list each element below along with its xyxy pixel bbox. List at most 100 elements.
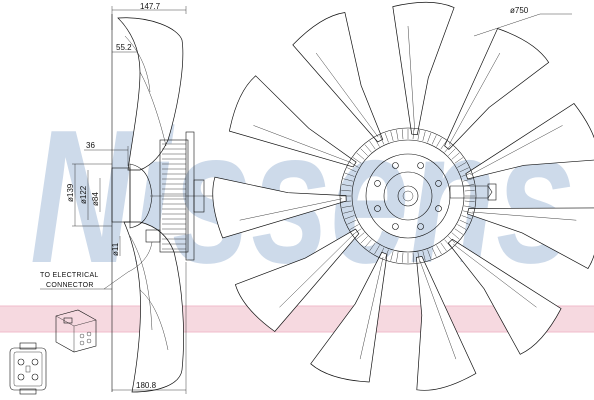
connector-detail-iso	[55, 309, 97, 353]
fan-blade-edge	[279, 233, 355, 308]
side-front-cap	[129, 163, 153, 229]
hub-fin	[461, 172, 472, 177]
front-view: ø750	[212, 1, 594, 391]
hub-fin	[344, 172, 355, 177]
fan-blade	[234, 228, 360, 332]
connector-iso-pin	[86, 338, 92, 344]
hub-fin	[360, 148, 368, 156]
hub-fin	[440, 140, 447, 150]
hub-sensor-arm	[449, 185, 493, 199]
hub-fin	[364, 239, 372, 248]
hub-bolt	[417, 223, 424, 230]
side-hub-fins	[162, 143, 186, 250]
connector-label-line2: CONNECTOR	[46, 282, 94, 289]
side-blade-lower-edge	[139, 289, 169, 351]
connector-iso-latch	[63, 317, 73, 324]
hub-fin	[390, 251, 394, 261]
hub-fin	[341, 184, 352, 187]
hub-fin	[417, 129, 420, 140]
hub-fin	[431, 135, 437, 145]
hub-bolt	[392, 223, 399, 230]
fan-blade	[416, 256, 477, 391]
fan-blade-edge	[449, 52, 501, 145]
hub-fin	[436, 245, 442, 255]
hub-outer-ring	[339, 127, 477, 265]
hub-fin	[422, 251, 426, 261]
hub-fin	[463, 210, 473, 214]
hub-fin	[369, 140, 376, 150]
hub-fin	[444, 144, 452, 153]
connector-front-body	[9, 347, 47, 391]
hub-bolt	[374, 180, 381, 187]
hub-fin	[463, 178, 473, 182]
hub-fin	[341, 190, 352, 192]
fan-blade-edge	[419, 260, 457, 360]
fan-blades	[212, 1, 594, 391]
connector-front-inner	[13, 351, 43, 387]
hub-fin	[448, 236, 456, 244]
hub-fin	[448, 148, 456, 156]
hub-fin	[412, 129, 414, 140]
hub-fin	[427, 132, 432, 143]
hub-fin	[343, 178, 353, 182]
fan-blade	[212, 176, 347, 239]
connector-front-key	[25, 365, 31, 373]
connector-iso-pin	[79, 340, 85, 346]
hub-fin	[451, 152, 460, 160]
connector-front-pin	[31, 373, 39, 381]
connector-leader	[103, 271, 129, 290]
hub-fin	[384, 132, 389, 143]
connector-front-tab	[19, 342, 37, 350]
fan-blade-edge	[453, 243, 537, 308]
hub-fin	[459, 219, 469, 225]
hub-fin	[459, 167, 469, 173]
hub-center-inner	[402, 190, 414, 202]
hub-fin	[360, 236, 368, 244]
dim-width-top: 147.7	[140, 2, 161, 11]
fan-blade	[392, 1, 455, 136]
hub-fin	[464, 200, 475, 202]
fan-blade-edge	[470, 125, 563, 175]
hub-bolt	[392, 162, 399, 169]
hub-fin	[396, 252, 399, 263]
hub-ring-4	[383, 171, 433, 221]
hub-fin	[461, 215, 472, 220]
hub-fin	[352, 228, 362, 235]
dim-dia-11: ø11	[111, 242, 120, 256]
hub-fin	[402, 129, 404, 140]
side-blade-upper-edge	[124, 35, 151, 93]
hub-fin	[427, 249, 432, 260]
hub-fin	[356, 232, 365, 240]
hub-fin	[364, 144, 372, 153]
fan-blade-edge	[471, 211, 577, 221]
watermark-band	[0, 306, 594, 332]
fan-blade	[447, 238, 562, 355]
hub-fin	[356, 152, 365, 160]
dim-dia-122: ø122	[79, 185, 88, 204]
hub-fin	[379, 135, 385, 145]
side-view: 147.7 55.2 36 ø139 ø	[40, 2, 214, 394]
hub-fin	[436, 137, 442, 147]
connector-label-line1: TO ELECTRICAL	[40, 272, 99, 279]
hub-cooling-fins	[341, 129, 475, 263]
hub-fin	[422, 131, 426, 141]
hub-fin	[457, 162, 467, 168]
hub-fin	[349, 162, 359, 168]
hub-center	[397, 185, 419, 207]
dim-width-inner: 55.2	[116, 43, 132, 52]
hub-fin	[457, 224, 467, 230]
dim-fan-diameter: ø750	[510, 6, 529, 15]
hub-sensor-tip	[487, 183, 497, 201]
connector-front-tab	[19, 388, 37, 395]
dim-width-bottom: 180.8	[136, 381, 157, 390]
fan-blade-edge	[407, 25, 415, 131]
fan-blade	[310, 251, 388, 383]
fan-blade-edge	[359, 257, 384, 360]
hub-fin	[440, 242, 447, 252]
hub-fin	[384, 249, 389, 260]
hub-fin	[369, 242, 376, 252]
hub-fin	[454, 157, 464, 164]
hub-fin	[341, 205, 352, 208]
connector-detail-front	[9, 342, 47, 395]
